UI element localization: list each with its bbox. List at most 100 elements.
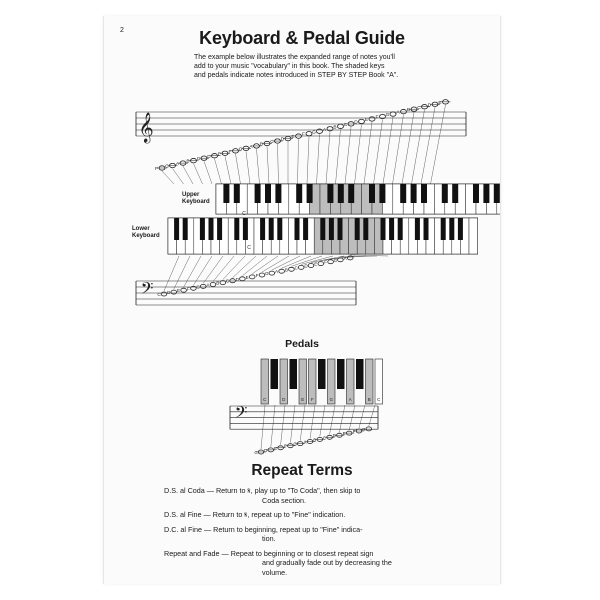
note-guide-line (256, 148, 260, 185)
note-head (219, 280, 226, 286)
note-head (160, 291, 168, 297)
black-key (397, 218, 403, 240)
note-letter: E (291, 134, 294, 140)
note-guide-line (182, 166, 194, 185)
black-key (174, 218, 180, 240)
note-letter: C (197, 156, 201, 162)
note-head (209, 282, 217, 287)
note-guide-line (339, 404, 346, 433)
black-key (254, 184, 261, 203)
note-head (199, 283, 207, 289)
note-letter: G (265, 271, 269, 276)
black-key (410, 184, 417, 203)
note-head (327, 259, 334, 265)
note-guide-line (316, 134, 320, 185)
note-letter: F (284, 444, 287, 449)
pedal-letter: E (301, 397, 304, 402)
pedal-letter: C (263, 397, 267, 402)
note-guide-line (354, 124, 362, 185)
note-head (368, 116, 376, 122)
note-guide-line (242, 255, 268, 276)
note-letter: F (256, 273, 259, 278)
black-key (379, 184, 386, 203)
note-letter: E (365, 117, 368, 123)
note-head (316, 128, 323, 134)
note-head (358, 118, 365, 125)
note-guide-line (368, 404, 376, 426)
black-key (320, 218, 326, 240)
note-head (239, 276, 246, 282)
note-guide-line (183, 255, 202, 288)
music-book-page: 2 Keyboard & Pedal Guide The example bel… (103, 16, 501, 584)
note-head (400, 109, 407, 115)
note-guide-line (290, 404, 296, 443)
black-key (414, 218, 420, 240)
note-head (258, 272, 266, 278)
note-letter: A (344, 256, 348, 261)
pedal-bass-clef: 𝄢 (235, 404, 248, 426)
black-key (473, 184, 479, 203)
note-letter: F (155, 166, 158, 172)
term-ds-al-fine: D.S. al Fine — Return to 𝄋, repeat up to… (164, 510, 346, 519)
note-letter: D (207, 154, 211, 160)
note-head (379, 113, 386, 120)
term-ds-al-coda: D.S. al Coda — Return to 𝄋, play up to "… (164, 486, 361, 505)
black-key (449, 218, 455, 240)
note-guide-line (363, 121, 373, 185)
black-key (277, 218, 283, 240)
intro-line: add to your music "vocabulary" in this b… (194, 63, 385, 70)
note-head (326, 126, 334, 132)
note-guide-line (266, 146, 270, 185)
note-guide-line (232, 255, 257, 278)
note-guide-line (277, 144, 279, 185)
note-letter: G (312, 129, 316, 135)
note-letter: B (216, 281, 219, 286)
note-guide-line (245, 151, 251, 185)
note-letter: C (417, 105, 421, 111)
note-guide-line (235, 153, 241, 185)
note-guide-line (301, 255, 334, 265)
pedal-black (337, 359, 345, 389)
note-letter: F (353, 429, 356, 434)
pedal-white (346, 358, 355, 405)
pedal-black (289, 359, 297, 389)
pedal-letter: G (329, 397, 333, 402)
note-letter: E (246, 275, 249, 280)
note-head (295, 133, 302, 139)
note-guide-line (172, 168, 184, 185)
black-key (440, 218, 446, 240)
pedal-letter: F (311, 397, 314, 402)
note-head (190, 285, 197, 291)
intro-line: and pedals indicate notes introduced in … (194, 72, 399, 79)
note-guide-line (344, 126, 352, 185)
note-guide-line (382, 117, 394, 185)
pedal-letter: A (349, 397, 352, 402)
note-guide-line (420, 107, 436, 185)
note-letter: G (386, 112, 390, 118)
note-letter: A (303, 440, 307, 445)
note-head (180, 287, 187, 293)
black-key (380, 218, 386, 240)
black-key (493, 184, 500, 203)
pedal-white (298, 358, 307, 405)
note-guide-line (173, 255, 191, 290)
note-letter: C (270, 139, 274, 145)
note-guide-line (329, 404, 336, 435)
note-guide-line (280, 404, 286, 445)
note-head (347, 121, 355, 127)
note-guide-line (319, 404, 326, 437)
black-key (337, 184, 344, 203)
note-head (297, 264, 305, 270)
middle-c-label-lower: C (247, 245, 251, 251)
note-head (337, 123, 344, 129)
note-letter: A (275, 269, 279, 274)
note-guide-line (161, 170, 175, 185)
black-key (421, 184, 427, 203)
note-guide-line (163, 255, 180, 292)
note-guide-line (306, 136, 310, 185)
black-key (199, 218, 205, 240)
note-letter: A (396, 110, 400, 116)
note-letter: G (196, 284, 200, 289)
note-head (365, 426, 372, 432)
note-letter: F (229, 149, 232, 155)
